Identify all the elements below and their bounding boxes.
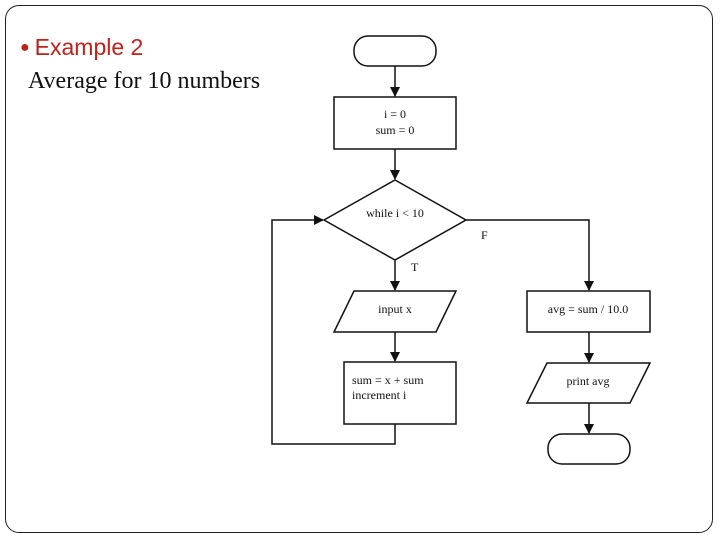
arrow-false-branch [466,219,594,291]
init-line-1: i = 0 [384,107,406,121]
init-line-2: sum = 0 [376,123,415,137]
bullet-icon: ● [20,39,30,56]
loop-back-arrow [271,215,396,445]
true-label: T [411,260,419,274]
slide-title: ●Example 2 [20,34,143,61]
input-label: input x [378,302,412,316]
false-label: F [481,228,488,242]
loop-body-line-2: increment i [352,388,407,402]
print-label: print avg [567,374,610,388]
start-terminal [353,35,437,67]
slide-subtitle: Average for 10 numbers [28,68,261,94]
init-box [333,96,457,150]
decision-diamond [322,179,468,261]
slide-title-text: Example 2 [34,34,144,60]
decision-label: while i < 10 [366,206,424,220]
avg-label: avg = sum / 10.0 [548,302,628,316]
input-parallelogram [332,290,458,333]
end-terminal [547,433,631,465]
loop-body-box [343,361,457,425]
print-parallelogram [525,362,652,404]
loop-body-line-1: sum = x + sum [352,373,424,387]
